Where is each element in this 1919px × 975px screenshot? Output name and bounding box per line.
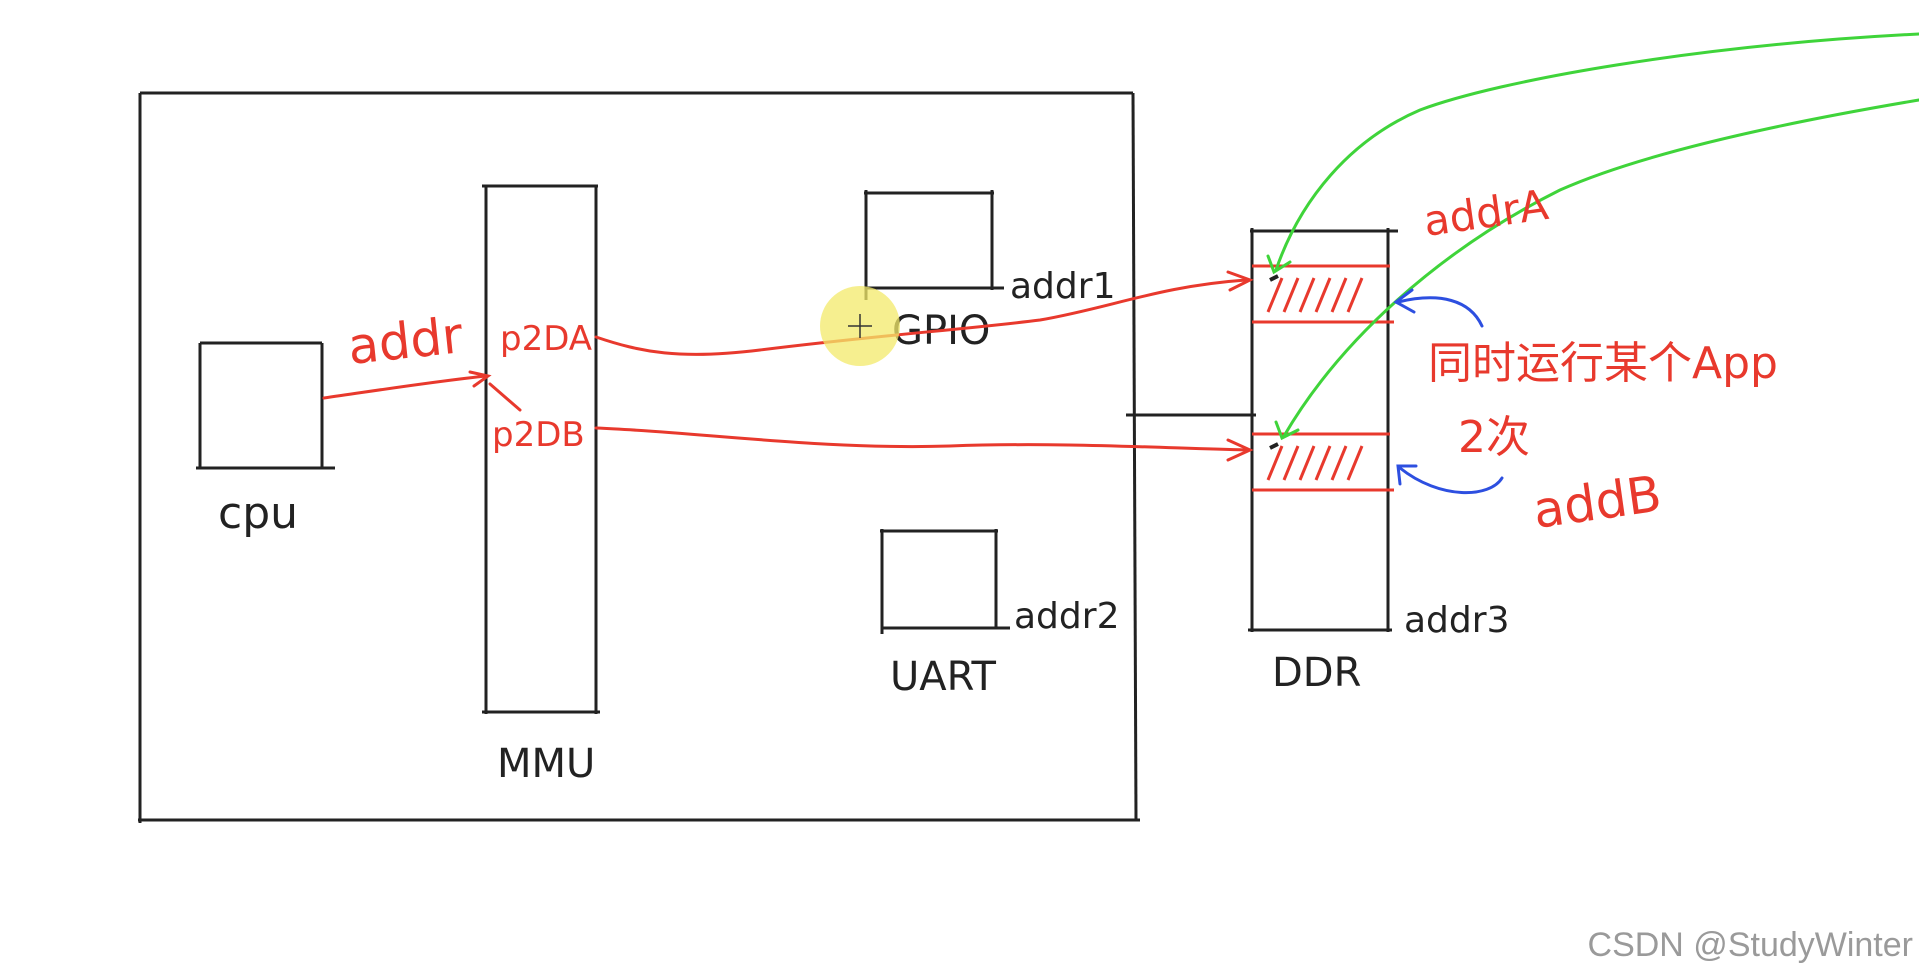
note-twice: 2次: [1458, 412, 1530, 463]
cpu-label: cpu: [218, 488, 298, 539]
addb-label: addB: [1530, 465, 1665, 540]
addra-label: addrA: [1421, 180, 1552, 246]
p2db-label: p2DB: [492, 415, 585, 455]
addr2-label: addr2: [1014, 596, 1119, 637]
ddr-region-b: [1252, 432, 1394, 492]
p2da-label: p2DA: [500, 319, 592, 359]
ddr-box: [1248, 228, 1398, 632]
addr-label: addr: [345, 306, 466, 376]
green-arrow-to-b: [1282, 98, 1919, 438]
green-arrow-to-a: [1274, 32, 1919, 272]
addr3-label: addr3: [1404, 600, 1509, 641]
cpu-box: [196, 341, 335, 470]
soc-box: [138, 91, 1140, 823]
p2db-to-ddr-arrow: [594, 426, 1248, 452]
red-arrows: [322, 270, 1254, 462]
mmu-label: MMU: [497, 741, 595, 787]
note-multiple-apps: 同时运行某个App: [1428, 338, 1778, 389]
cpu-to-mmu-arrow: [322, 374, 488, 400]
cursor-crosshair-icon: [848, 314, 872, 338]
uart-label: UART: [890, 654, 997, 700]
blue-arrow-a: [1396, 296, 1484, 328]
blue-arrow-b: [1398, 466, 1504, 494]
gpio-box: [864, 190, 1004, 300]
green-arrows: [1266, 32, 1919, 441]
ddr-label: DDR: [1272, 650, 1361, 696]
uart-box: [880, 529, 1010, 634]
watermark: CSDN @StudyWinter: [1587, 926, 1913, 964]
ddr-region-a: [1252, 264, 1394, 324]
p2da-to-ddr-arrow: [594, 278, 1248, 356]
mmu-box: [482, 184, 600, 714]
addr1-label: addr1: [1010, 266, 1115, 307]
blue-arrows: [1393, 288, 1504, 494]
